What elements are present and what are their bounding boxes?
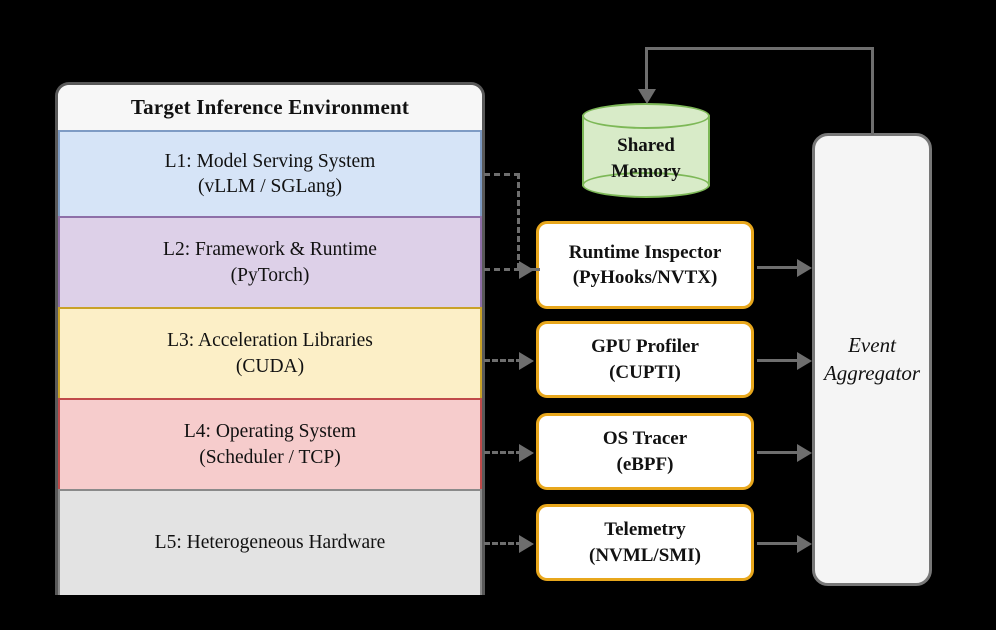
connector-probe3-aggregator-line	[757, 542, 799, 545]
shared-memory-cylinder: Shared Memory	[582, 103, 710, 198]
stack-header-label: Target Inference Environment	[130, 95, 410, 119]
cylinder-top-ellipse	[582, 103, 710, 129]
connector-l3-line	[484, 359, 522, 362]
probe-gpu-profiler-line2: (CUPTI)	[609, 361, 681, 383]
connector-probe0-aggregator-line	[757, 266, 799, 269]
shared-memory-line1: Shared	[617, 135, 675, 156]
connector-l5-arrowhead	[519, 534, 534, 553]
cylinder-bottom-ellipse	[582, 172, 710, 198]
stack-layer-l2: L2: Framework & Runtime (PyTorch)	[58, 216, 482, 307]
connector-l4-arrowhead	[519, 443, 534, 462]
shared-memory-label: Shared Memory	[582, 133, 710, 184]
connector-probe2-aggregator-line	[757, 451, 799, 454]
probe-box-os-tracer: OS Tracer (eBPF)	[536, 413, 754, 490]
stack-layer-l2-line1: L2: Framework & Runtime	[163, 239, 377, 261]
stack-layer-l5: L5: Heterogeneous Hardware	[58, 489, 482, 595]
probe-box-runtime-inspector: Runtime Inspector (PyHooks/NVTX)	[536, 221, 754, 309]
target-inference-environment-container: Target Inference Environment L1: Model S…	[55, 82, 485, 595]
probe-runtime-inspector-line1: Runtime Inspector	[568, 241, 722, 263]
connector-probe1-aggregator-arrowhead	[797, 351, 812, 370]
stack-layer-l5-line1: L5: Heterogeneous Hardware	[154, 532, 386, 554]
event-aggregator-box: Event Aggregator	[812, 133, 932, 586]
stack-layer-l3-line1: L3: Acceleration Libraries	[167, 330, 373, 352]
stack-layer-l3: L3: Acceleration Libraries (CUDA)	[58, 307, 482, 398]
connector-l3-arrowhead	[519, 351, 534, 370]
event-aggregator-line2: Aggregator	[823, 360, 921, 385]
connector-l1-stub	[484, 173, 520, 176]
probe-gpu-profiler-line1: GPU Profiler	[591, 336, 699, 358]
probe-runtime-inspector-line2: (PyHooks/NVTX)	[572, 267, 718, 288]
stack-layer-l1: L1: Model Serving System (vLLM / SGLang)	[58, 130, 482, 216]
feedback-horizontal-top	[645, 47, 874, 50]
stack-layer-l3-line2: (CUDA)	[235, 355, 305, 377]
stack-layer-l1-line2: (vLLM / SGLang)	[197, 176, 343, 197]
probe-box-gpu-profiler: GPU Profiler (CUPTI)	[536, 321, 754, 398]
connector-probe1-aggregator-line	[757, 359, 799, 362]
probe-telemetry-line1: Telemetry	[604, 519, 686, 541]
connector-probe2-aggregator-arrowhead	[797, 443, 812, 462]
stack-layer-l4-line1: L4: Operating System	[183, 421, 357, 443]
stack-layer-l4-line2: (Scheduler / TCP)	[199, 446, 341, 468]
probe-os-tracer-line2: (eBPF)	[616, 453, 674, 475]
feedback-arrowhead-into-shared-memory	[637, 89, 656, 104]
feedback-vertical-right	[871, 47, 874, 135]
connector-probe0-aggregator-arrowhead	[797, 258, 812, 277]
connector-l2-stub	[484, 268, 520, 271]
stack-layer-l2-line2: (PyTorch)	[230, 264, 310, 286]
event-aggregator-line1: Event	[848, 333, 896, 358]
stack-header: Target Inference Environment	[58, 85, 482, 130]
connector-l5-line	[484, 542, 522, 545]
stack-layer-l4: L4: Operating System (Scheduler / TCP)	[58, 398, 482, 489]
probe-os-tracer-line1: OS Tracer	[602, 428, 688, 450]
stack-layer-l1-line1: L1: Model Serving System	[164, 150, 376, 172]
connector-probe3-aggregator-arrowhead	[797, 534, 812, 553]
connector-runtime-inspector-arrowhead	[519, 260, 534, 279]
probe-box-telemetry: Telemetry (NVML/SMI)	[536, 504, 754, 581]
feedback-vertical-left	[645, 47, 648, 91]
shared-memory-line2: Memory	[611, 160, 681, 182]
connector-l4-line	[484, 451, 522, 454]
probe-telemetry-line2: (NVML/SMI)	[589, 544, 701, 566]
connector-l1l2-merge-vertical	[517, 173, 520, 269]
